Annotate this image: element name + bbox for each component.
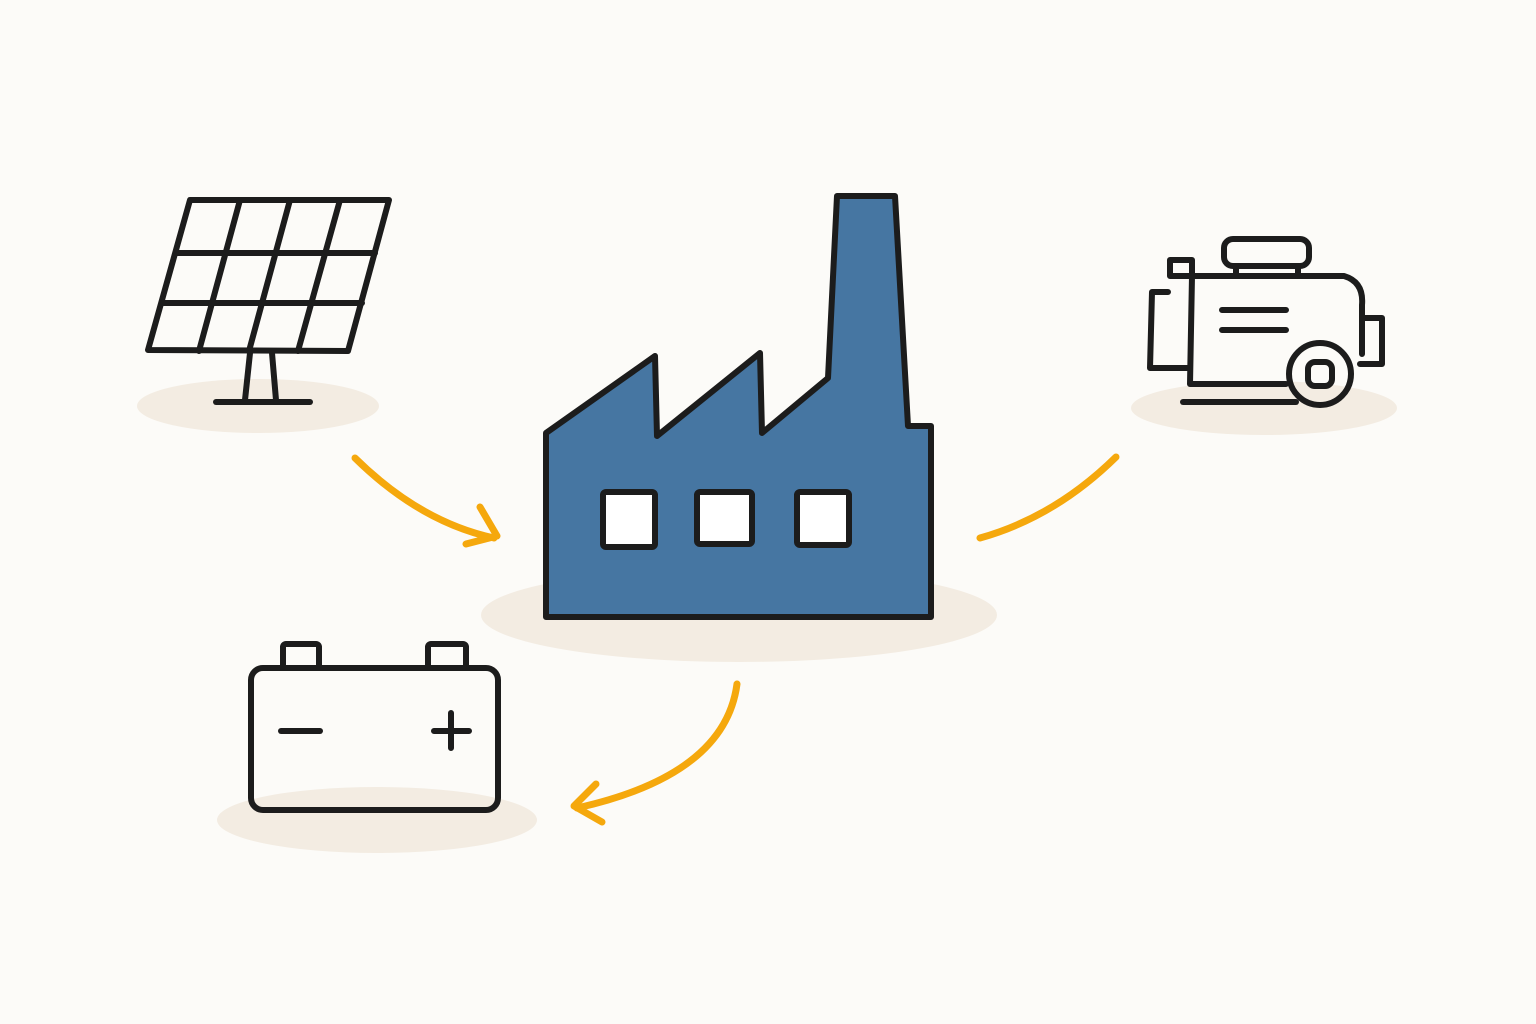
battery-terminal-negative [280,641,322,671]
solar-panel-shadow [137,379,379,433]
plus-icon [431,710,472,751]
battery-terminal-positive [425,641,469,671]
battery-icon [248,641,501,813]
factory-building [543,193,934,620]
flow-arrow-factory-to-battery [570,680,741,826]
factory-window-2 [694,489,755,547]
solar-panel-icon [145,197,392,405]
battery-body [248,665,501,813]
generator-icon [1147,236,1385,408]
flow-line-generator-to-factory [976,453,1120,542]
flow-arrow-solar-to-factory [351,454,501,548]
generator-wheel [1286,340,1354,408]
factory-window-1 [600,489,658,550]
battery-shadow [217,787,537,853]
factory-icon [543,193,934,620]
generator-shadow [1131,381,1397,435]
factory-window-3 [794,489,852,548]
